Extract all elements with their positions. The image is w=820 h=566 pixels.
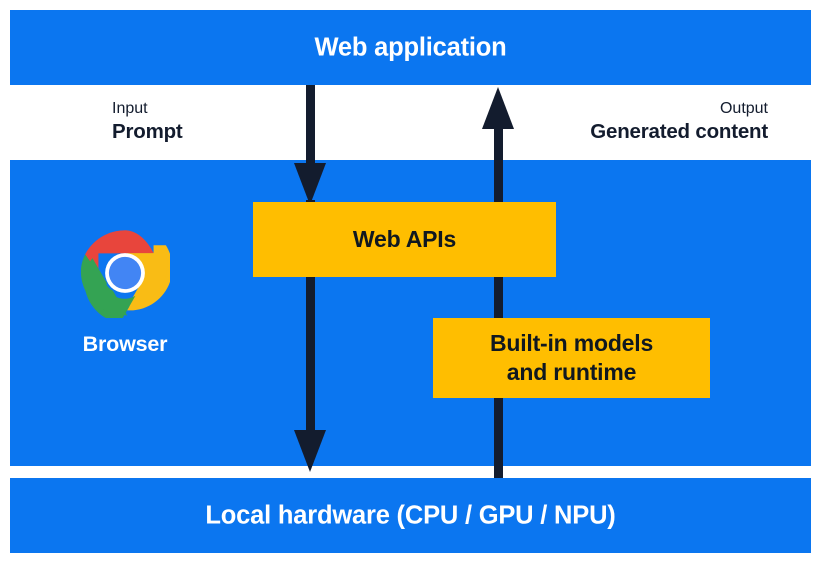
chrome-logo-icon [80, 230, 170, 318]
input-arrow-head-lower [294, 430, 326, 472]
local-hardware-label: Local hardware (CPU / GPU / NPU) [205, 501, 616, 529]
output-arrow-head [482, 87, 514, 129]
input-kicker: Input [112, 100, 148, 117]
output-value: Generated content [590, 119, 768, 143]
input-arrow-line-lower [306, 200, 315, 432]
output-arrow-line [494, 108, 503, 478]
built-in-models-label-line1: Built-in models [489, 330, 654, 357]
built-in-models-label: Built-in models and runtime [490, 329, 653, 386]
input-flow-label: Input Prompt [112, 99, 183, 144]
input-arrow-head-upper [294, 163, 326, 205]
web-application-label: Web application [314, 33, 507, 61]
web-apis-label: Web APIs [352, 226, 457, 253]
web-application-band: Web application [10, 10, 811, 85]
output-kicker: Output [719, 100, 768, 117]
input-value: Prompt [112, 119, 183, 143]
browser-block: Browser [52, 228, 198, 357]
input-arrow-line-upper [306, 85, 315, 168]
web-apis-box[interactable]: Web APIs [253, 202, 556, 277]
local-hardware-band: Local hardware (CPU / GPU / NPU) [10, 478, 811, 553]
built-in-models-label-line2: and runtime [506, 359, 637, 385]
output-flow-label: Output Generated content [590, 99, 768, 144]
built-in-models-box[interactable]: Built-in models and runtime [433, 318, 710, 398]
browser-label: Browser [82, 332, 168, 356]
